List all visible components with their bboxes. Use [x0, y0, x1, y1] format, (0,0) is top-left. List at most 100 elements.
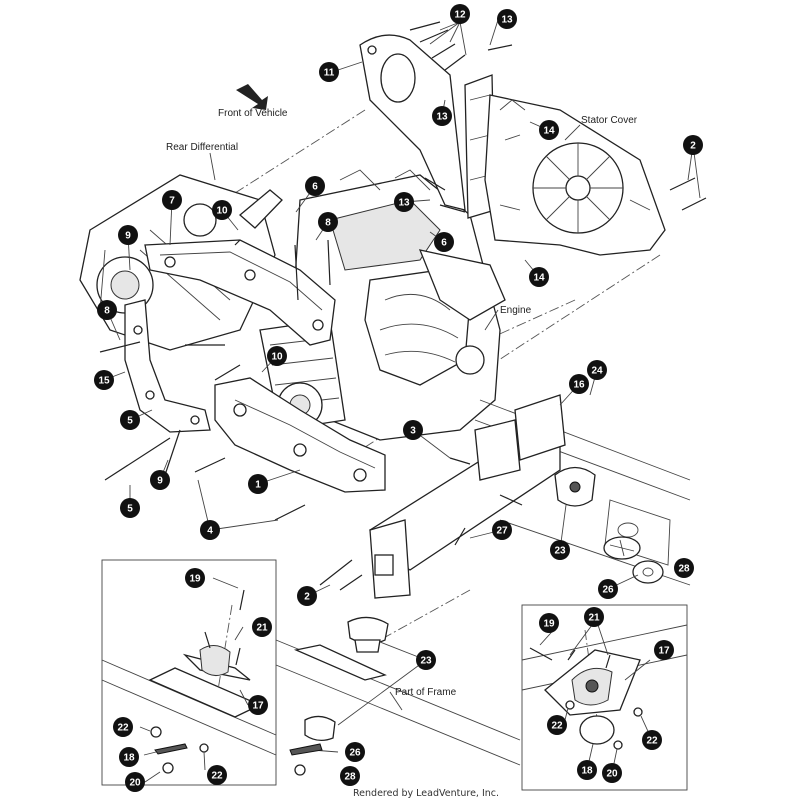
callout-c2b: 2	[297, 586, 317, 606]
callout-number: 9	[125, 231, 131, 242]
callout-c21a: 21	[252, 617, 272, 637]
callout-c26a: 26	[598, 579, 618, 599]
callout-circle	[602, 763, 622, 783]
inset-mount-right	[521, 604, 688, 791]
callout-circle	[118, 225, 138, 245]
callout-number: 17	[252, 701, 264, 712]
callout-circle	[97, 300, 117, 320]
callout-c19b: 19	[539, 613, 559, 633]
callout-c1: 1	[248, 474, 268, 494]
callout-c2a: 2	[683, 135, 703, 155]
callout-circle	[683, 135, 703, 155]
callout-number: 19	[189, 574, 201, 585]
callout-number: 8	[104, 306, 110, 317]
callout-number: 18	[581, 766, 593, 777]
callout-circle	[394, 192, 414, 212]
callout-c24: 24	[587, 360, 607, 380]
stator-cover	[484, 94, 666, 256]
callout-circle	[94, 370, 114, 390]
callout-circle	[598, 579, 618, 599]
callout-circle	[120, 498, 140, 518]
callout-number: 19	[543, 619, 555, 630]
callout-circle	[200, 520, 220, 540]
callout-circle	[248, 695, 268, 715]
callout-c18b: 18	[577, 760, 597, 780]
callout-number: 12	[454, 10, 466, 21]
callout-circle	[539, 120, 559, 140]
callout-c4: 4	[200, 520, 220, 540]
callout-circle	[432, 106, 452, 126]
callout-number: 13	[436, 112, 448, 123]
callout-number: 11	[324, 68, 335, 79]
callout-number: 10	[271, 352, 283, 363]
callout-number: 9	[157, 476, 163, 487]
bracket-15	[124, 299, 211, 433]
callout-number: 21	[256, 623, 268, 634]
callout-c14a: 14	[539, 120, 559, 140]
callout-circle	[113, 717, 133, 737]
callout-c5a: 5	[120, 410, 140, 430]
callout-number: 15	[98, 376, 110, 387]
callout-number: 26	[602, 585, 614, 596]
callout-number: 7	[169, 196, 175, 207]
callout-c28a: 28	[674, 558, 694, 578]
callout-c9b: 9	[150, 470, 170, 490]
callout-circle	[450, 4, 470, 24]
callout-number: 3	[410, 426, 416, 437]
callout-c22d: 22	[642, 730, 662, 750]
callout-number: 5	[127, 504, 133, 515]
callout-number: 23	[554, 546, 566, 557]
mount-23-washer	[603, 536, 641, 560]
callout-number: 22	[211, 771, 223, 782]
credit-label: Rendered by LeadVenture, Inc.	[353, 788, 499, 799]
callout-circle	[587, 360, 607, 380]
callout-number: 28	[344, 772, 356, 783]
callout-number: 22	[646, 736, 658, 747]
callout-c13b: 13	[432, 106, 452, 126]
callout-circle	[642, 730, 662, 750]
callout-number: 8	[325, 218, 331, 229]
callout-circle	[252, 617, 272, 637]
callout-c22c: 22	[547, 715, 567, 735]
part-of-frame-label: Part of Frame	[395, 687, 457, 698]
callout-number: 14	[543, 126, 555, 137]
callout-c26b: 26	[345, 742, 365, 762]
callout-circle	[403, 420, 423, 440]
callout-c22b: 22	[207, 765, 227, 785]
callout-circle	[654, 640, 674, 660]
callout-circle	[120, 410, 140, 430]
callout-circle	[550, 540, 570, 560]
callout-c6b: 6	[434, 232, 454, 252]
callout-c18a: 18	[119, 747, 139, 767]
callout-c8a: 8	[318, 212, 338, 232]
callout-c12: 12	[450, 4, 470, 24]
callout-number: 13	[501, 15, 513, 26]
callout-c14b: 14	[529, 267, 549, 287]
callout-number: 17	[658, 646, 670, 657]
front-of-vehicle-label: Front of Vehicle	[218, 108, 288, 119]
callout-number: 2	[690, 141, 696, 152]
front-arrow-icon	[236, 84, 268, 110]
callout-number: 26	[349, 748, 361, 759]
callout-number: 4	[207, 526, 213, 537]
stator-cover-label: Stator Cover	[581, 115, 638, 126]
callout-circle	[318, 212, 338, 232]
callout-c20b: 20	[602, 763, 622, 783]
callout-number: 1	[255, 480, 261, 491]
callout-circle	[577, 760, 597, 780]
callout-circle	[207, 765, 227, 785]
callout-number: 6	[312, 182, 318, 193]
callout-c28b: 28	[340, 766, 360, 786]
callout-number: 6	[441, 238, 447, 249]
callout-circle	[569, 374, 589, 394]
rear-differential-label: Rear Differential	[166, 142, 238, 153]
callout-circle	[319, 62, 339, 82]
bolts	[99, 21, 707, 591]
callout-number: 24	[591, 366, 603, 377]
callout-number: 21	[588, 613, 600, 624]
callout-c10a: 10	[212, 200, 232, 220]
callout-number: 14	[533, 273, 545, 284]
callout-c27: 27	[492, 520, 512, 540]
callout-c7: 7	[162, 190, 182, 210]
